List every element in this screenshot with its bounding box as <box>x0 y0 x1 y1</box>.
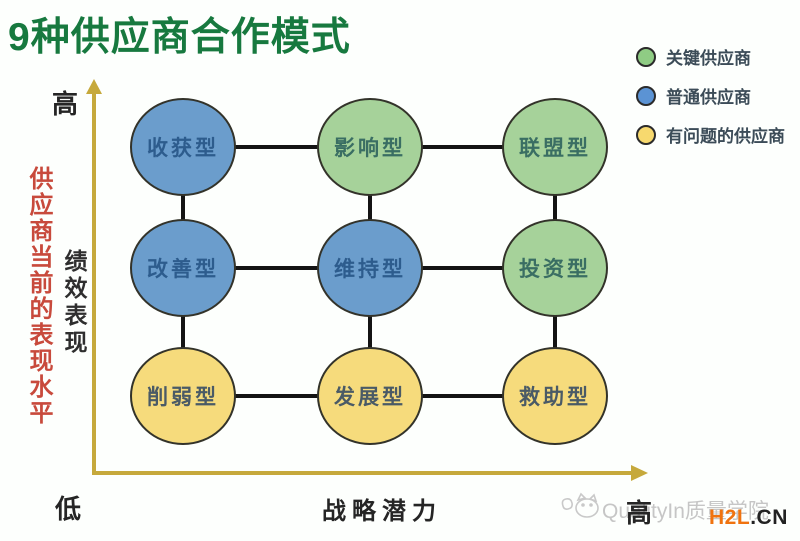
cell-label: 投资型 <box>519 257 591 281</box>
y-axis-low-label: 低 <box>55 495 82 524</box>
matrix-cell-maintain: 维持型 <box>317 219 423 317</box>
matrix-cell-develop: 发展型 <box>317 347 423 445</box>
cell-label: 救助型 <box>519 385 591 409</box>
site-logo-tld: .CN <box>750 506 788 529</box>
legend-label: 关键供应商 <box>666 49 751 68</box>
cell-label: 联盟型 <box>519 136 591 160</box>
matrix-cell-invest: 投资型 <box>502 219 608 317</box>
problem-supplier-swatch-icon <box>636 124 656 145</box>
legend-item-normal: 普通供应商 <box>636 83 785 108</box>
connector-line <box>225 394 325 398</box>
watermark-brand: QualityIn质量学院 <box>602 500 769 523</box>
page-title: 9种供应商合作模式 <box>8 16 351 59</box>
connector-line <box>181 312 185 356</box>
cell-label: 影响型 <box>334 136 406 160</box>
connector-line <box>415 266 515 270</box>
normal-supplier-swatch-icon <box>636 85 656 106</box>
connector-line <box>553 190 557 230</box>
matrix-cell-improve: 改善型 <box>130 219 236 317</box>
y-axis-line <box>92 92 96 473</box>
connector-line <box>368 312 372 356</box>
connector-line <box>553 312 557 356</box>
x-axis-high-label: 高 <box>626 499 653 528</box>
legend: 关键供应商 普通供应商 有问题的供应商 <box>636 44 785 147</box>
cell-label: 削弱型 <box>147 385 219 409</box>
cell-label: 改善型 <box>147 257 219 281</box>
connector-line <box>368 190 372 230</box>
y-axis-inner-title: 绩效表现 <box>61 249 86 357</box>
connector-line <box>415 394 515 398</box>
x-axis-title: 战略潜力 <box>322 499 442 525</box>
matrix-cell-influence: 影响型 <box>317 98 423 196</box>
cell-label: 维持型 <box>334 257 406 281</box>
qualityin-mascot-icon <box>560 490 602 525</box>
key-supplier-swatch-icon <box>636 46 656 67</box>
y-axis-outer-title: 供应商当前的表现水平 <box>25 166 51 426</box>
legend-label: 有问题的供应商 <box>666 127 785 146</box>
legend-item-key: 关键供应商 <box>636 44 785 69</box>
site-logo-name: H2L <box>709 506 751 529</box>
matrix-cell-rescue: 救助型 <box>502 347 608 445</box>
x-axis-arrow-icon <box>631 465 648 481</box>
cell-label: 发展型 <box>334 385 406 409</box>
connector-line <box>181 190 185 230</box>
connector-line <box>225 266 325 270</box>
y-axis-high-label: 高 <box>52 90 79 119</box>
y-axis-arrow-icon <box>86 79 102 94</box>
site-logo: H2L.CN <box>709 506 788 530</box>
matrix-cell-alliance: 联盟型 <box>502 98 608 196</box>
legend-item-problem: 有问题的供应商 <box>636 122 785 147</box>
connector-line <box>415 145 515 149</box>
connector-line <box>225 145 325 149</box>
cell-label: 收获型 <box>147 136 219 160</box>
legend-label: 普通供应商 <box>666 88 751 107</box>
matrix-cell-harvest: 收获型 <box>130 98 236 196</box>
x-axis-line <box>92 471 634 475</box>
matrix-cell-weaken: 削弱型 <box>130 347 236 445</box>
